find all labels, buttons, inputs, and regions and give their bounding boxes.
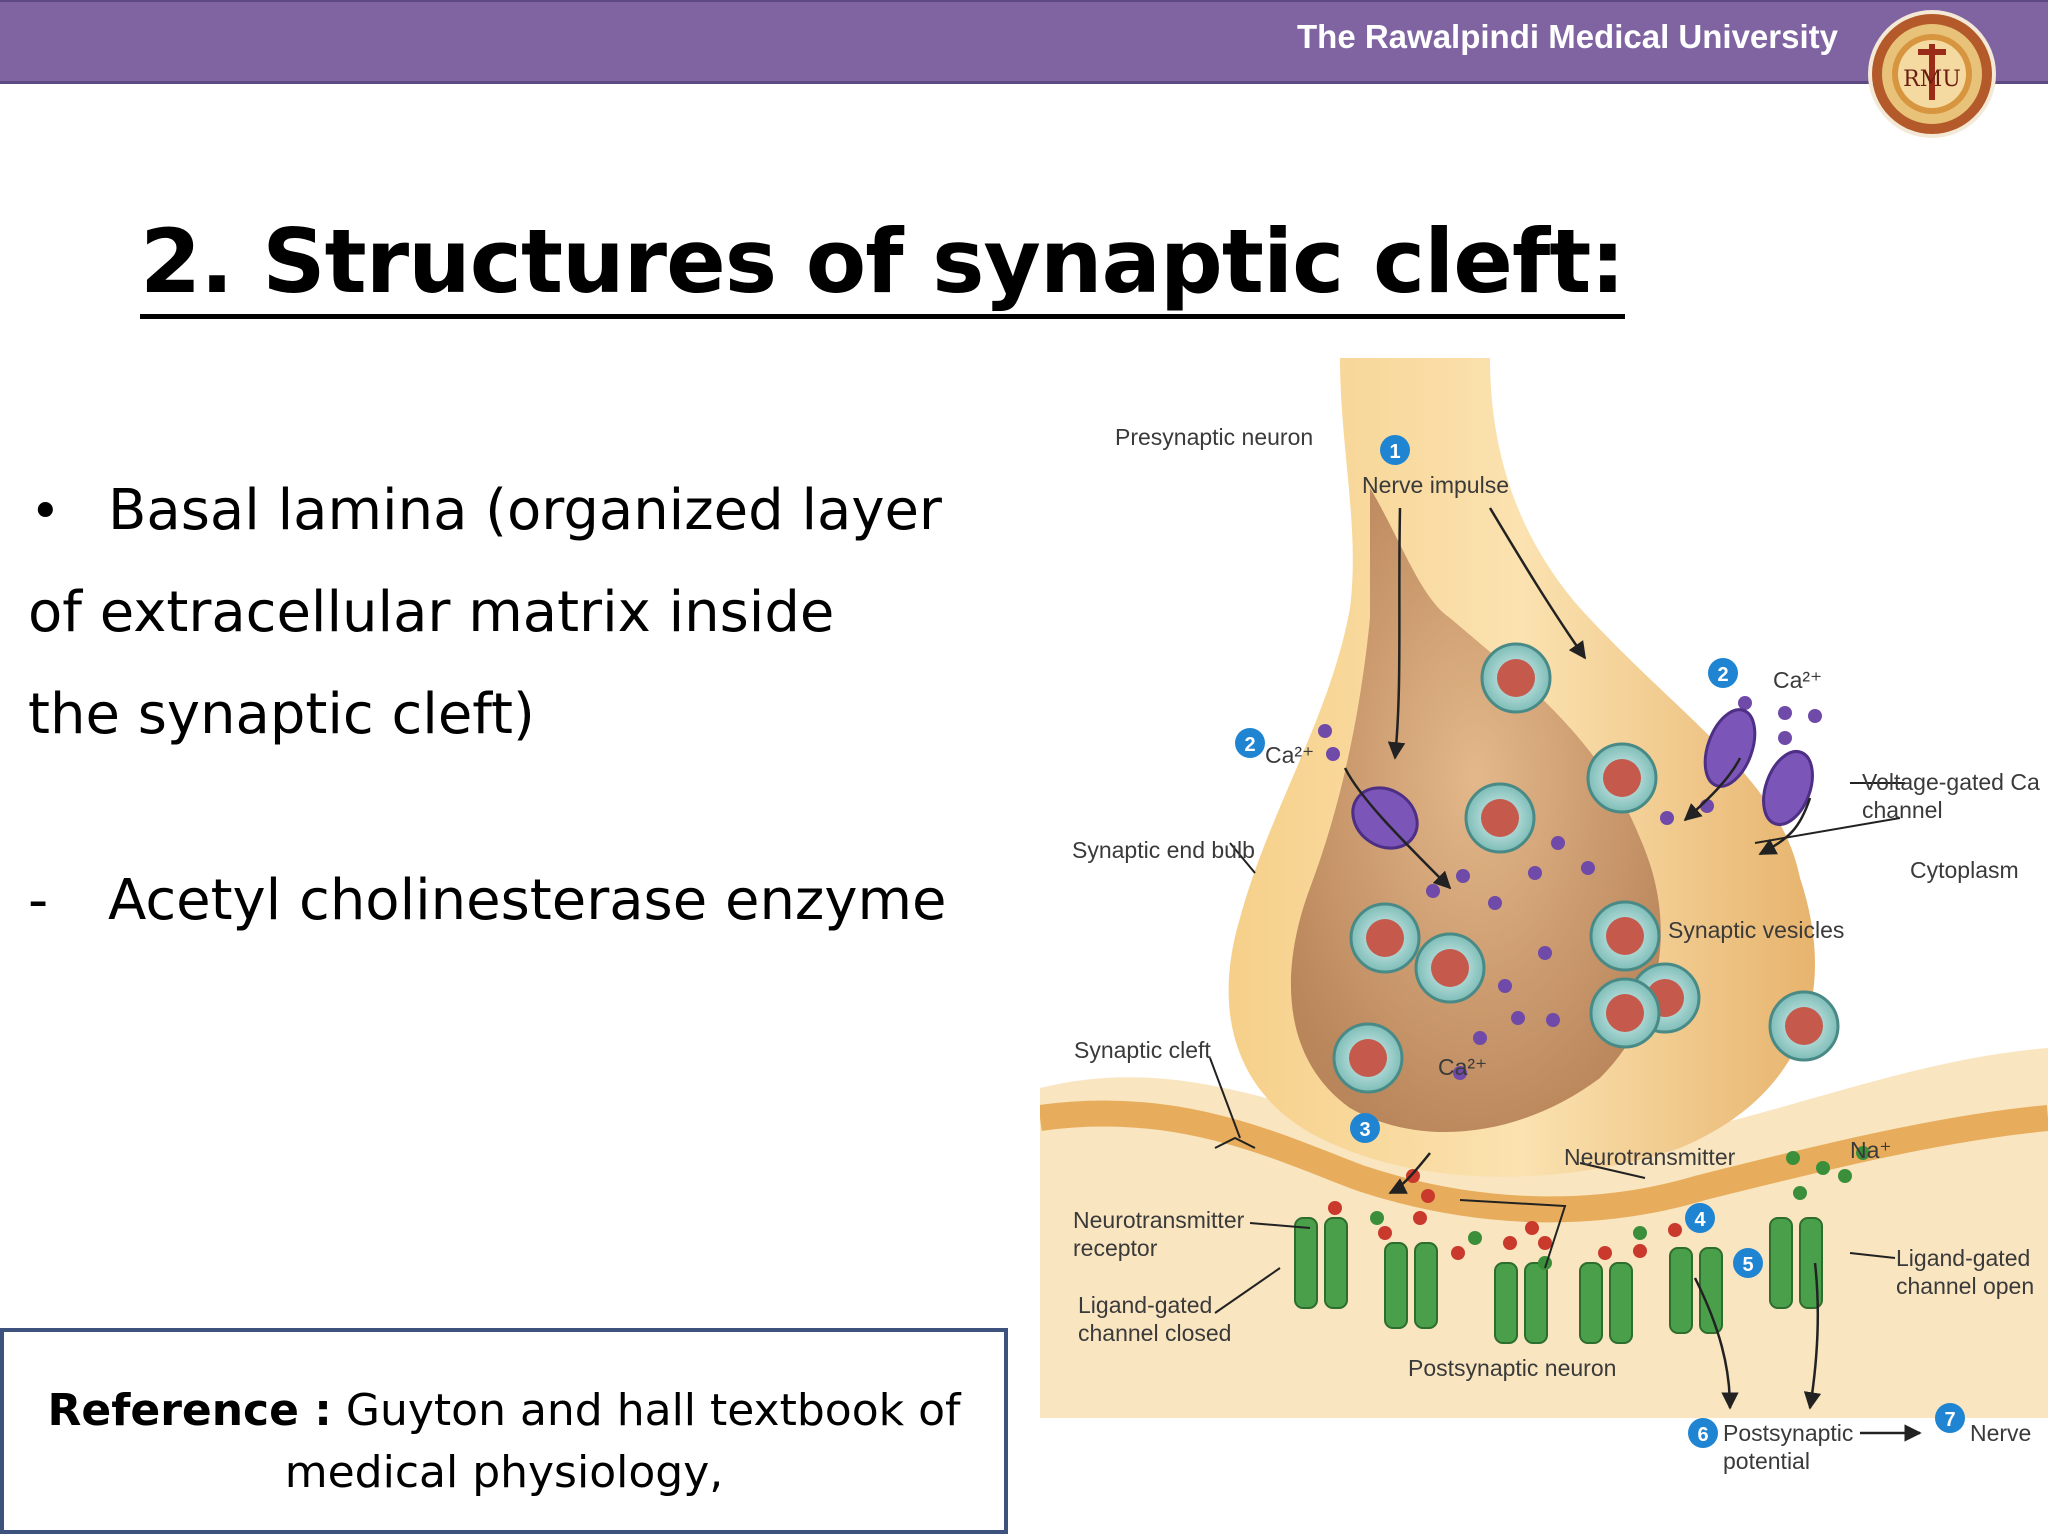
step-4: 4 [1694, 1209, 1706, 1231]
step-2a: 2 [1244, 734, 1255, 756]
label-synaptic-cleft: Synaptic cleft [1074, 1037, 1211, 1063]
label-postsynaptic-potential-2: potential [1723, 1448, 1810, 1474]
label-synaptic-end-bulb: Synaptic end bulb [1072, 837, 1255, 863]
reference-label: Reference : [47, 1385, 332, 1436]
label-lg-closed-2: channel closed [1078, 1320, 1231, 1346]
step-6: 6 [1697, 1424, 1708, 1446]
label-postsynaptic-potential-1: Postsynaptic [1723, 1420, 1853, 1446]
step-7: 7 [1944, 1409, 1955, 1431]
calcium-ions [1318, 696, 1822, 1080]
label-nt-receptor-2: receptor [1073, 1235, 1158, 1261]
bullet-line-3: the synaptic cleft) [28, 682, 535, 747]
dash-item: Acetyl cholinesterase enzyme [108, 868, 947, 933]
label-nt-receptor-1: Neurotransmitter [1073, 1207, 1245, 1233]
label-ca-right: Ca²⁺ [1773, 667, 1822, 693]
sodium-dots [1370, 1146, 1870, 1270]
university-logo: RMU [1868, 10, 1996, 138]
label-cytoplasm: Cytoplasm [1910, 857, 2019, 883]
step-2b: 2 [1717, 664, 1728, 686]
label-neurotransmitter: Neurotransmitter [1564, 1144, 1736, 1170]
header-bar: The Rawalpindi Medical University [0, 0, 2048, 84]
label-lg-closed-1: Ligand-gated [1078, 1292, 1212, 1318]
label-lg-open-2: channel open [1896, 1273, 2034, 1299]
step-3: 3 [1359, 1119, 1370, 1141]
label-voltage-gated-2: channel [1862, 797, 1943, 823]
bullet-line-2: of extracellular matrix inside [28, 580, 835, 645]
slide-title: 2. Structures of synaptic cleft: [140, 212, 1625, 319]
logo-text: RMU [1903, 67, 1961, 92]
label-lg-open-1: Ligand-gated [1896, 1245, 2030, 1271]
reference-text: Reference : Guyton and hall textbook of … [4, 1380, 1004, 1504]
bullet-line-1: Basal lamina (organized layer [108, 478, 942, 543]
label-nerve-impulse: Nerve impulse [1362, 472, 1509, 498]
reference-box: Reference : Guyton and hall textbook of … [0, 1328, 1008, 1534]
label-presynaptic-neuron: Presynaptic neuron [1115, 424, 1313, 450]
university-name: The Rawalpindi Medical University [1297, 18, 1838, 55]
diagram-arrows [1343, 507, 1922, 1442]
step-badges: 1 2 2 3 4 5 6 7 [1235, 435, 1965, 1448]
neurotransmitter-dots [1328, 1169, 1682, 1260]
reference-line-1: Guyton and hall textbook of [331, 1385, 961, 1436]
bullet-symbol: • [30, 482, 61, 542]
dash-symbol: - [28, 868, 49, 933]
step-1: 1 [1389, 441, 1400, 463]
label-ca-left: Ca²⁺ [1265, 742, 1314, 768]
label-synaptic-vesicles: Synaptic vesicles [1668, 917, 1844, 943]
reference-line-2: medical physiology, [284, 1447, 724, 1498]
label-postsynaptic-neuron: Postsynaptic neuron [1408, 1355, 1616, 1381]
label-ca-bottom: Ca²⁺ [1438, 1054, 1487, 1080]
synaptic-vesicles [1332, 642, 1840, 1094]
label-leaders [1209, 782, 1905, 1314]
label-na: Na⁺ [1850, 1137, 1892, 1163]
step-5: 5 [1742, 1254, 1753, 1276]
ligand-gated-channels [1294, 1217, 1823, 1344]
label-voltage-gated-1: Voltage-gated Ca [1862, 769, 2040, 795]
label-nerve: Nerve [1970, 1420, 2031, 1446]
synapse-diagram: 1 2 2 3 4 5 6 7 Presynaptic neuron Nerve… [1040, 358, 2048, 1474]
